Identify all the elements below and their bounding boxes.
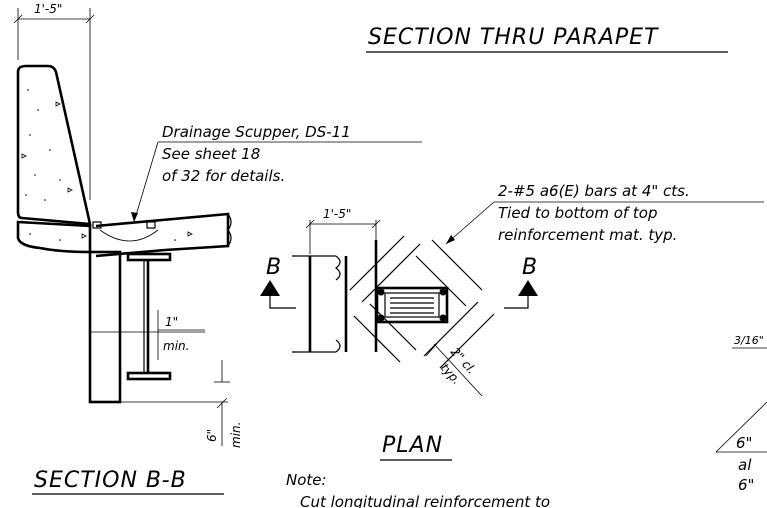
scupper-plan-box [375,286,449,324]
right-dim-6: 6" [736,434,752,452]
weld-fraction: 3/16" [734,334,764,347]
scupper-lip-right [146,221,156,229]
bar-dot-bl [377,314,385,322]
right-text-al: al [738,456,752,474]
bar-dot-br [439,314,447,322]
dim-tick-right [85,14,95,24]
weld-diagonal [715,401,767,453]
deck-slab-left [16,220,92,254]
callout-bars-line3: reinforcement mat. typ. [498,226,677,244]
bar-dot-tr [439,288,447,296]
section-marker-left: B [266,255,282,280]
callout-scupper-line3: of 32 for details. [162,167,285,185]
callout-scupper-leader [133,141,159,223]
callout-scupper-arrowhead [131,212,138,222]
deck-break-line [227,213,232,247]
section-marker-right: B [522,255,538,280]
scupper-lip-left [92,221,102,229]
dim-clear-line [433,343,483,397]
note-label: Note: [286,471,327,489]
right-dim-6b: 6" [738,476,754,494]
deck-aggregate-mark [81,233,87,239]
title-section-bb: SECTION B-B [34,468,187,493]
plan-break-bottom [335,339,341,353]
section-cut-line-left [269,296,296,309]
section-arrow-right [518,280,538,296]
dim-plan-width: 1'-5" [323,207,351,221]
plan-break-top [335,255,341,281]
callout-bars-leader [445,201,495,245]
plan-diagonal-bars [349,235,495,369]
girder-bottom-flange [126,371,172,381]
callout-scupper-line1: Drainage Scupper, DS-11 [162,123,351,141]
callout-bars-line1: 2-#5 a6(E) bars at 4" cts. [498,182,690,200]
dim-bottom-clearance: 6" [205,429,219,442]
parapet-aggregate-dots [21,89,73,201]
callout-scupper-line2: See sheet 18 [162,145,260,163]
callout-bars-arrowhead [446,235,455,244]
dim-tick-left [13,14,23,24]
dim-flange-clearance: 1" [165,315,178,329]
scupper-plan-grate [390,297,434,314]
bar-dot-tl [377,288,385,296]
dim-parapet-width: 1'-5" [34,2,62,16]
title-plan: PLAN [382,433,443,458]
girder-top-flange [126,252,172,262]
section-cut-line-right [504,296,529,309]
section-arrow-left [260,280,280,296]
deck-aggregate-mark-2 [187,231,193,237]
scupper-plan-inner [384,292,440,318]
deck-slab-right [95,212,230,258]
dim-clear-tick [425,339,441,357]
dim-flange-clearance-unit: min. [163,339,189,353]
dim-bottom-clearance-unit: min. [229,422,243,448]
note-text: Cut longitudinal reinforcement to [300,493,550,508]
dim-tick-6in [216,397,228,409]
scupper-pipe [88,250,122,404]
callout-bars-line2: Tied to bottom of top [498,204,658,222]
scupper-bowl [99,229,159,242]
title-section-thru-parapet: SECTION THRU PARAPET [368,25,659,50]
parapet-outline [16,64,92,226]
